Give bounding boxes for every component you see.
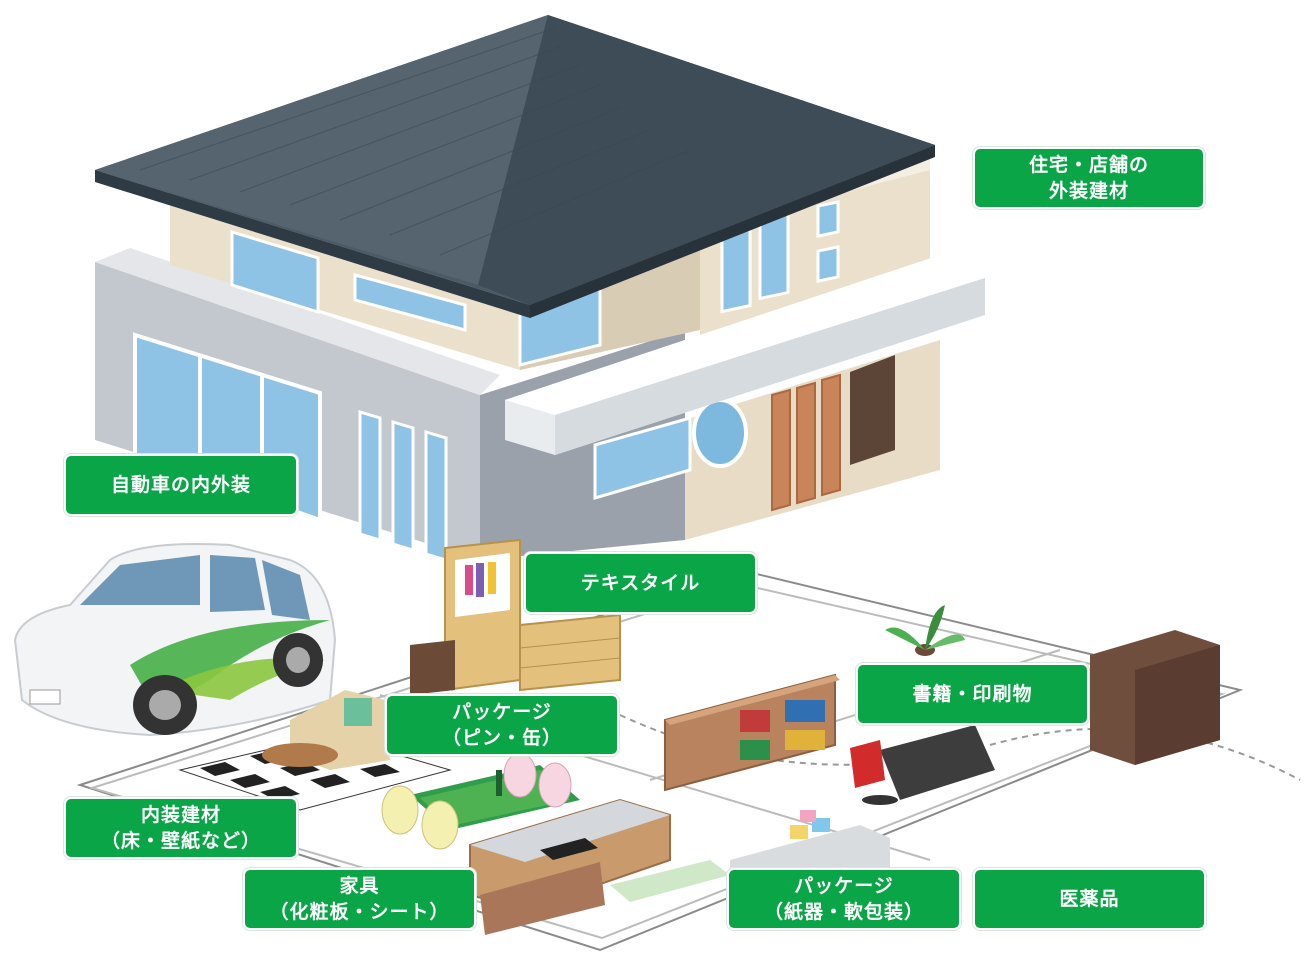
label-exterior-building-materials: 住宅・店舗の 外装建材 bbox=[973, 147, 1205, 209]
label-automotive-interior-exterior: 自動車の内外装 bbox=[64, 454, 298, 516]
label-textile: テキスタイル bbox=[524, 552, 757, 614]
label-exterior-line1: 住宅・店舗の bbox=[1028, 154, 1149, 176]
label-package-can: パッケージ （ピン・缶） bbox=[385, 694, 619, 756]
car bbox=[13, 543, 337, 737]
label-package-can-line2: （ピン・缶） bbox=[441, 727, 562, 749]
label-package-paper-line1: パッケージ bbox=[794, 875, 894, 897]
study bbox=[664, 605, 1220, 905]
label-automotive-line1: 自動車の内外装 bbox=[110, 474, 251, 496]
living-room bbox=[178, 690, 580, 850]
label-books-line1: 書籍・印刷物 bbox=[912, 683, 1033, 705]
label-exterior-line2: 外装建材 bbox=[1048, 180, 1129, 202]
label-pharma-line1: 医薬品 bbox=[1059, 888, 1120, 910]
label-interior-building-materials: 内装建材 （床・壁紙など） bbox=[64, 797, 298, 859]
label-pharmaceuticals: 医薬品 bbox=[973, 868, 1206, 930]
label-furniture-line2: （化粧板・シート） bbox=[269, 901, 450, 923]
label-package-paper-line2: （紙器・軟包装） bbox=[763, 901, 924, 923]
label-textile-line1: テキスタイル bbox=[580, 572, 701, 594]
house bbox=[95, 15, 985, 563]
label-furniture: 家具 （化粧板・シート） bbox=[243, 868, 476, 930]
label-interior-line1: 内装建材 bbox=[140, 804, 221, 826]
wardrobe bbox=[410, 538, 621, 695]
label-interior-line2: （床・壁紙など） bbox=[100, 830, 261, 852]
label-furniture-line1: 家具 bbox=[339, 875, 380, 897]
label-books-printed-matter: 書籍・印刷物 bbox=[856, 663, 1089, 725]
kitchen bbox=[469, 798, 730, 935]
label-package-paper: パッケージ （紙器・軟包装） bbox=[727, 868, 961, 930]
label-package-can-line1: パッケージ bbox=[452, 701, 552, 723]
